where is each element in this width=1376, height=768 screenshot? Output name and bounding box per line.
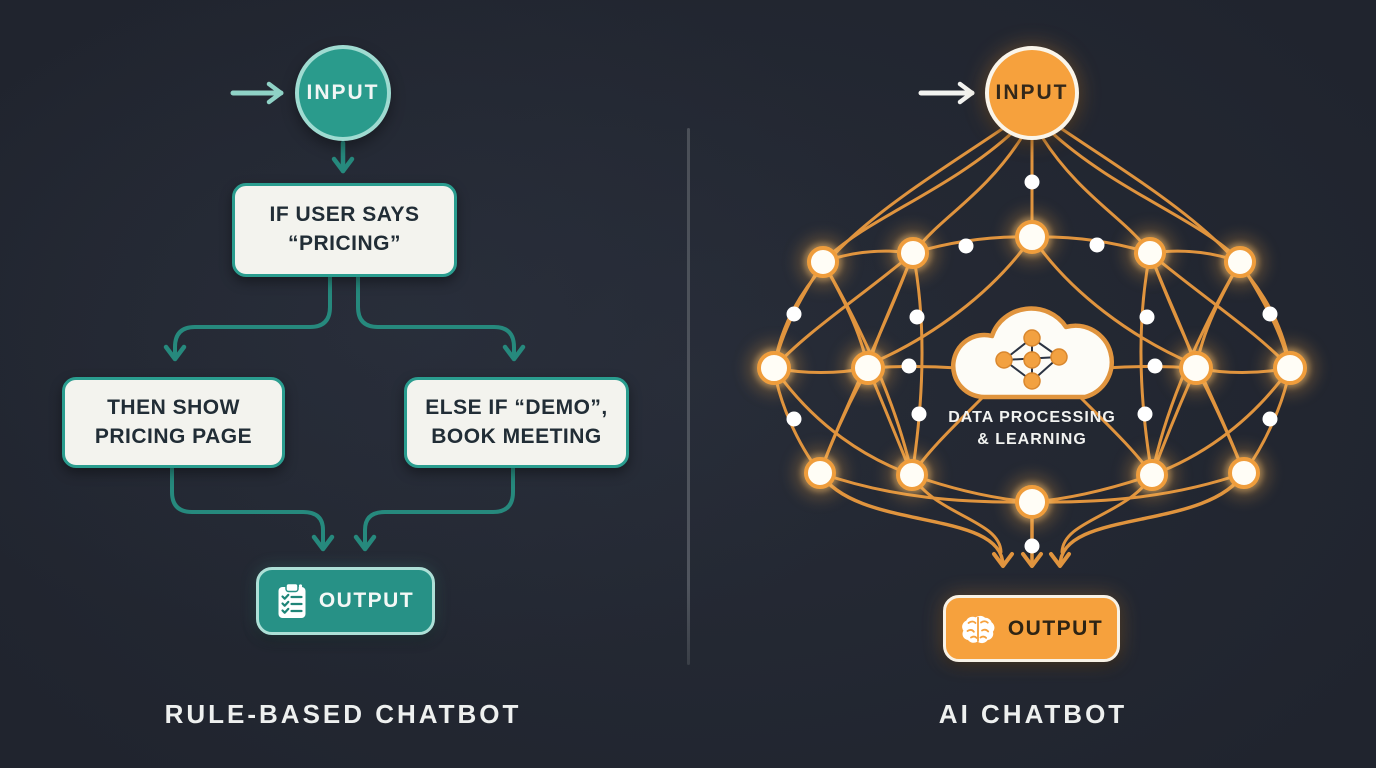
then-box: THEN SHOW PRICING PAGE — [62, 377, 285, 468]
network-edge — [1030, 235, 1195, 366]
network-node — [1015, 220, 1049, 254]
rule-based-caption: RULE-BASED CHATBOT — [164, 699, 522, 729]
network-edge — [1148, 251, 1292, 370]
ai-output-node: OUTPUT — [943, 595, 1120, 662]
network-node — [897, 237, 929, 269]
decision-line1: IF USER SAYS — [269, 203, 420, 227]
network-edge — [1030, 471, 1246, 504]
decision-line2: “PRICING” — [287, 232, 401, 255]
connection-dot — [1024, 538, 1040, 554]
connector-merge-then — [170, 466, 335, 552]
network-edge — [773, 123, 1010, 364]
network-node — [1179, 351, 1213, 385]
network-node — [1273, 351, 1307, 385]
ai-input-node: INPUT — [985, 46, 1079, 140]
decision-box: IF USER SAYS “PRICING” — [232, 183, 457, 277]
rule-output-node: OUTPUT — [256, 567, 435, 635]
then-line2: PRICING PAGE — [94, 424, 253, 448]
network-node — [1134, 237, 1166, 269]
ai-output-label: OUTPUT — [1007, 616, 1104, 640]
connection-dots — [786, 174, 1278, 554]
network-arrow-edge — [1049, 471, 1246, 568]
connection-dot — [909, 309, 925, 325]
cloud-caption-line2: & LEARNING — [977, 431, 1087, 449]
connection-dot — [1262, 306, 1278, 322]
cloud-network-icon — [951, 306, 1114, 400]
network-node — [1015, 485, 1049, 519]
connection-dot — [911, 406, 927, 422]
else-line1: ELSE IF “DEMO”, — [425, 395, 608, 419]
connector-merge-else — [353, 466, 515, 552]
network-node — [896, 459, 928, 491]
connection-dot — [1139, 309, 1155, 325]
else-box: ELSE IF “DEMO”, BOOK MEETING — [404, 377, 629, 468]
network-node — [1136, 459, 1168, 491]
network-edge — [1139, 251, 1154, 477]
panel-divider — [687, 128, 690, 665]
rule-based-connectors — [163, 81, 526, 552]
network-node — [757, 351, 791, 385]
checklist-clipboard-icon — [278, 583, 306, 618]
brain-icon — [961, 615, 995, 643]
rule-input-node: INPUT — [295, 45, 391, 141]
rule-output-label: OUTPUT — [318, 589, 415, 612]
connector-branch-then — [163, 275, 332, 362]
network-node — [807, 246, 839, 278]
network-arrow-edge — [818, 471, 1014, 568]
network-edge — [1150, 366, 1292, 477]
connection-dot — [1137, 406, 1153, 422]
network-edge — [868, 235, 1034, 366]
connection-dot — [786, 411, 802, 427]
network-edge — [1054, 123, 1291, 364]
network-edge — [910, 251, 924, 477]
connection-dot — [1147, 358, 1163, 374]
network-node — [804, 457, 836, 489]
connection-dot — [1024, 174, 1040, 190]
network-edge — [772, 366, 914, 477]
network-node — [1228, 457, 1260, 489]
cloud-caption: DATA PROCESSING & LEARNING — [912, 407, 1152, 452]
network-edge — [1040, 135, 1150, 252]
network-edge — [818, 471, 1034, 504]
then-line1: THEN SHOW — [107, 395, 240, 419]
connector-branch-else — [356, 275, 526, 362]
connection-dot — [1262, 411, 1278, 427]
network-node — [851, 351, 885, 385]
connection-dot — [958, 238, 974, 254]
network-edge — [772, 251, 915, 370]
ai-input-label: INPUT — [995, 81, 1069, 104]
rule-input-label: INPUT — [306, 81, 380, 104]
connection-dot — [1089, 237, 1105, 253]
network-node — [1224, 246, 1256, 278]
ai-caption: AI CHATBOT — [938, 699, 1128, 729]
cloud-caption-line1: DATA PROCESSING — [948, 409, 1116, 426]
else-line2: BOOK MEETING — [431, 424, 602, 448]
connection-dot — [786, 306, 802, 322]
neural-nodes — [757, 220, 1307, 519]
connection-dot — [901, 358, 917, 374]
network-edge — [914, 135, 1024, 252]
mini-graph-icon — [995, 329, 1068, 390]
